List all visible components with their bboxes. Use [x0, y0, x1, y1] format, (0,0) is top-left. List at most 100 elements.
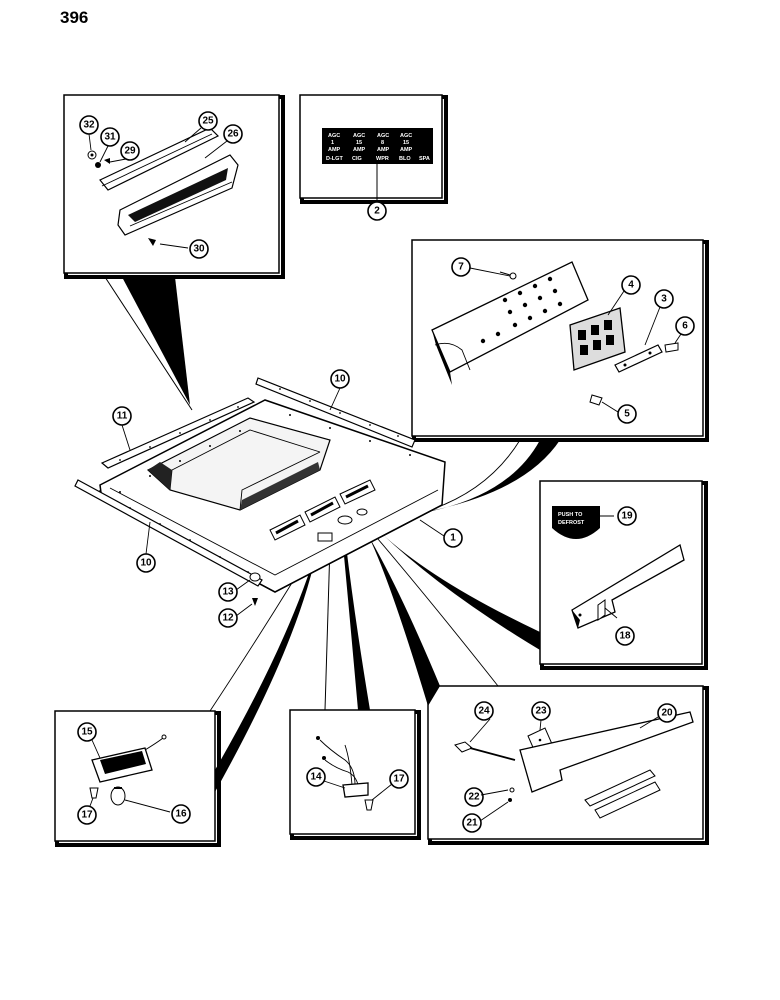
svg-text:22: 22: [468, 792, 480, 803]
fuse-label-r1c4: AGC: [400, 133, 412, 139]
svg-text:12: 12: [222, 613, 234, 624]
trim-strip-11: [100, 397, 256, 469]
leader-lines: [104, 276, 560, 792]
callout-31: 31: [100, 127, 120, 147]
svg-text:23: 23: [535, 706, 547, 717]
trim-strip-10-front: [74, 479, 263, 587]
fuse-rating-decal: AGC AGC AGC AGC 1 15 8 15 AMP AMP AMP AM…: [322, 128, 433, 202]
fuse-label-r1c1: AGC: [328, 133, 340, 139]
callout-20: 20: [657, 703, 677, 723]
svg-text:17: 17: [81, 810, 93, 821]
callout-6: 6: [675, 316, 695, 336]
svg-text:13: 13: [222, 587, 234, 598]
svg-text:10: 10: [140, 558, 152, 569]
svg-text:14: 14: [310, 772, 322, 783]
screw-12: [252, 598, 258, 606]
callout-11: 11: [112, 406, 132, 426]
fuse-strip-3: [614, 344, 663, 373]
fuse-label-r3c1: AMP: [328, 147, 341, 153]
fuse-label-r2c3: 8: [381, 140, 384, 146]
svg-text:29: 29: [124, 146, 136, 157]
page-number: 396: [60, 8, 89, 27]
callout-19: 19: [617, 506, 637, 526]
svg-text:32: 32: [83, 120, 95, 131]
svg-text:16: 16: [175, 809, 187, 820]
callout-25: 25: [198, 111, 218, 131]
svg-text:6: 6: [682, 321, 688, 332]
decal-line1: PUSH TO: [558, 512, 583, 518]
trim-channel-parts: [87, 127, 239, 249]
callout-1: 1: [443, 528, 463, 548]
callout-32: 32: [79, 115, 99, 135]
defrost-bracket: [571, 543, 685, 629]
fuse-label-r1c2: AGC: [353, 133, 365, 139]
callout-17-harness: 17: [389, 769, 409, 789]
grommet-13: [249, 572, 261, 582]
fuse-label-r2c2: 15: [356, 140, 362, 146]
callout-22: 22: [464, 787, 484, 807]
svg-text:20: 20: [661, 708, 673, 719]
svg-text:18: 18: [619, 631, 631, 642]
callout-18: 18: [615, 626, 635, 646]
fuse-label-r2c4: 15: [403, 140, 409, 146]
svg-text:3: 3: [661, 294, 667, 305]
callout-3: 3: [654, 289, 674, 309]
callout-24: 24: [474, 701, 494, 721]
callout-7: 7: [451, 257, 471, 277]
callout-10-rear: 10: [330, 369, 350, 389]
fuse-label-r4c2: CIG: [352, 156, 362, 162]
svg-text:19: 19: [621, 511, 633, 522]
fuse-label-r1c3: AGC: [377, 133, 389, 139]
svg-text:25: 25: [202, 116, 214, 127]
svg-text:30: 30: [193, 244, 205, 255]
callout-21: 21: [462, 813, 482, 833]
callout-26: 26: [223, 124, 243, 144]
callout-10-front: 10: [136, 553, 156, 573]
callout-leaders: [88, 127, 682, 822]
svg-text:10: 10: [334, 374, 346, 385]
screw-6: [664, 342, 679, 353]
fuse-label-r3c3: AMP: [377, 147, 390, 153]
screw-5: [589, 394, 619, 413]
svg-text:26: 26: [227, 129, 239, 140]
fuse-label-r3c4: AMP: [400, 147, 413, 153]
callout-17-lamp: 17: [77, 805, 97, 825]
decal-line2: DEFROST: [558, 520, 585, 526]
fuse-label-r4c1: D-LGT: [326, 156, 343, 162]
push-to-defrost-decal: PUSH TO DEFROST: [552, 506, 614, 539]
callout-23: 23: [531, 701, 551, 721]
trim-strip-10-rear: [255, 377, 416, 448]
callout-2: 2: [367, 201, 387, 221]
callout-15: 15: [77, 722, 97, 742]
svg-text:7: 7: [458, 262, 464, 273]
callout-16: 16: [171, 804, 191, 824]
callout-13: 13: [218, 582, 238, 602]
svg-text:21: 21: [466, 818, 478, 829]
svg-text:31: 31: [104, 132, 116, 143]
fuse-label-r4c5: SPA: [419, 156, 430, 162]
fuse-label-r3c2: AMP: [353, 147, 366, 153]
callout-30: 30: [189, 239, 209, 259]
callout-29: 29: [120, 141, 140, 161]
svg-text:17: 17: [393, 774, 405, 785]
svg-text:15: 15: [81, 727, 93, 738]
callout-5: 5: [617, 404, 637, 424]
svg-text:4: 4: [628, 280, 634, 291]
callout-14: 14: [306, 767, 326, 787]
fuse-label-r4c3: WPR: [376, 156, 389, 162]
fuse-panel-bracket: [431, 261, 589, 385]
svg-text:24: 24: [478, 706, 490, 717]
svg-text:1: 1: [450, 533, 456, 544]
defrost-cable-parts: [454, 711, 694, 819]
fuse-label-r4c4: BLO: [399, 156, 411, 162]
dome-lamp: [89, 734, 171, 813]
wire-harness: [316, 736, 374, 811]
svg-text:5: 5: [624, 409, 630, 420]
callout-12: 12: [218, 608, 238, 628]
fuse-block: [569, 307, 626, 371]
fuse-label-r2c1: 1: [331, 140, 334, 146]
svg-text:11: 11: [117, 411, 128, 422]
svg-text:2: 2: [374, 206, 380, 217]
callout-4: 4: [621, 275, 641, 295]
